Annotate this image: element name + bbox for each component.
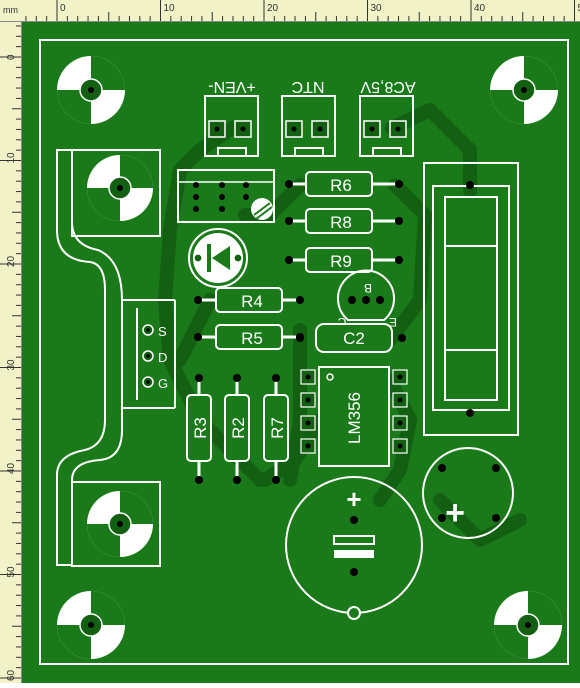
label-c2: C2 [343, 329, 365, 348]
ruler-tick-label: 30 [6, 359, 17, 371]
ruler-tick-label: 20 [267, 3, 279, 14]
cap-plus-sign: + [346, 484, 361, 514]
mounting-hole-bottom-right [494, 591, 562, 659]
ruler-tick-label: 40 [474, 3, 486, 14]
ruler-tick-label: 10 [164, 3, 176, 14]
label-ntc: NTC [292, 78, 325, 95]
ruler-tick-label: 20 [6, 255, 17, 267]
ruler-tick-label: 0 [60, 3, 66, 14]
label-ven: +VEN- [208, 78, 256, 95]
mounting-hole-bottom-left [57, 591, 125, 659]
mosfet-label-s: S [158, 324, 167, 339]
ruler-tick-label: 60 [6, 669, 17, 681]
label-r2: R2 [229, 417, 248, 439]
label-ic: LM356 [345, 392, 364, 444]
small-cap-plus-sign: + [445, 494, 465, 532]
connector-labels: +VEN- NTC AC8,5V [208, 78, 415, 95]
label-ac: AC8,5V [360, 78, 415, 95]
label-r9: R9 [330, 252, 352, 271]
label-r5: R5 [241, 329, 263, 348]
transistor-label-b: B [364, 281, 372, 295]
label-r3: R3 [191, 417, 210, 439]
led-diode [189, 229, 247, 287]
top-ruler-bg [0, 0, 580, 22]
ruler-tick-label: 50 [6, 566, 17, 578]
label-r6: R6 [330, 176, 352, 195]
mounting-hole-top-left [57, 56, 125, 124]
ruler-tick-label: 10 [6, 152, 17, 164]
mosfet-label-g: G [158, 376, 168, 391]
label-r4: R4 [241, 292, 263, 311]
ruler-tick-label: 40 [6, 462, 17, 474]
label-r7: R7 [268, 417, 287, 439]
ruler-tick-label: 0 [6, 54, 17, 60]
label-r8: R8 [330, 213, 352, 232]
mosfet-label-d: D [158, 350, 167, 365]
ruler-unit-label: mm [3, 5, 18, 15]
mounting-hole-top-right [490, 56, 558, 124]
left-ruler-bg [0, 22, 22, 683]
left-ruler: 0 10 20 30 40 50 60 [0, 22, 22, 683]
ruler-tick-label: 30 [371, 3, 383, 14]
